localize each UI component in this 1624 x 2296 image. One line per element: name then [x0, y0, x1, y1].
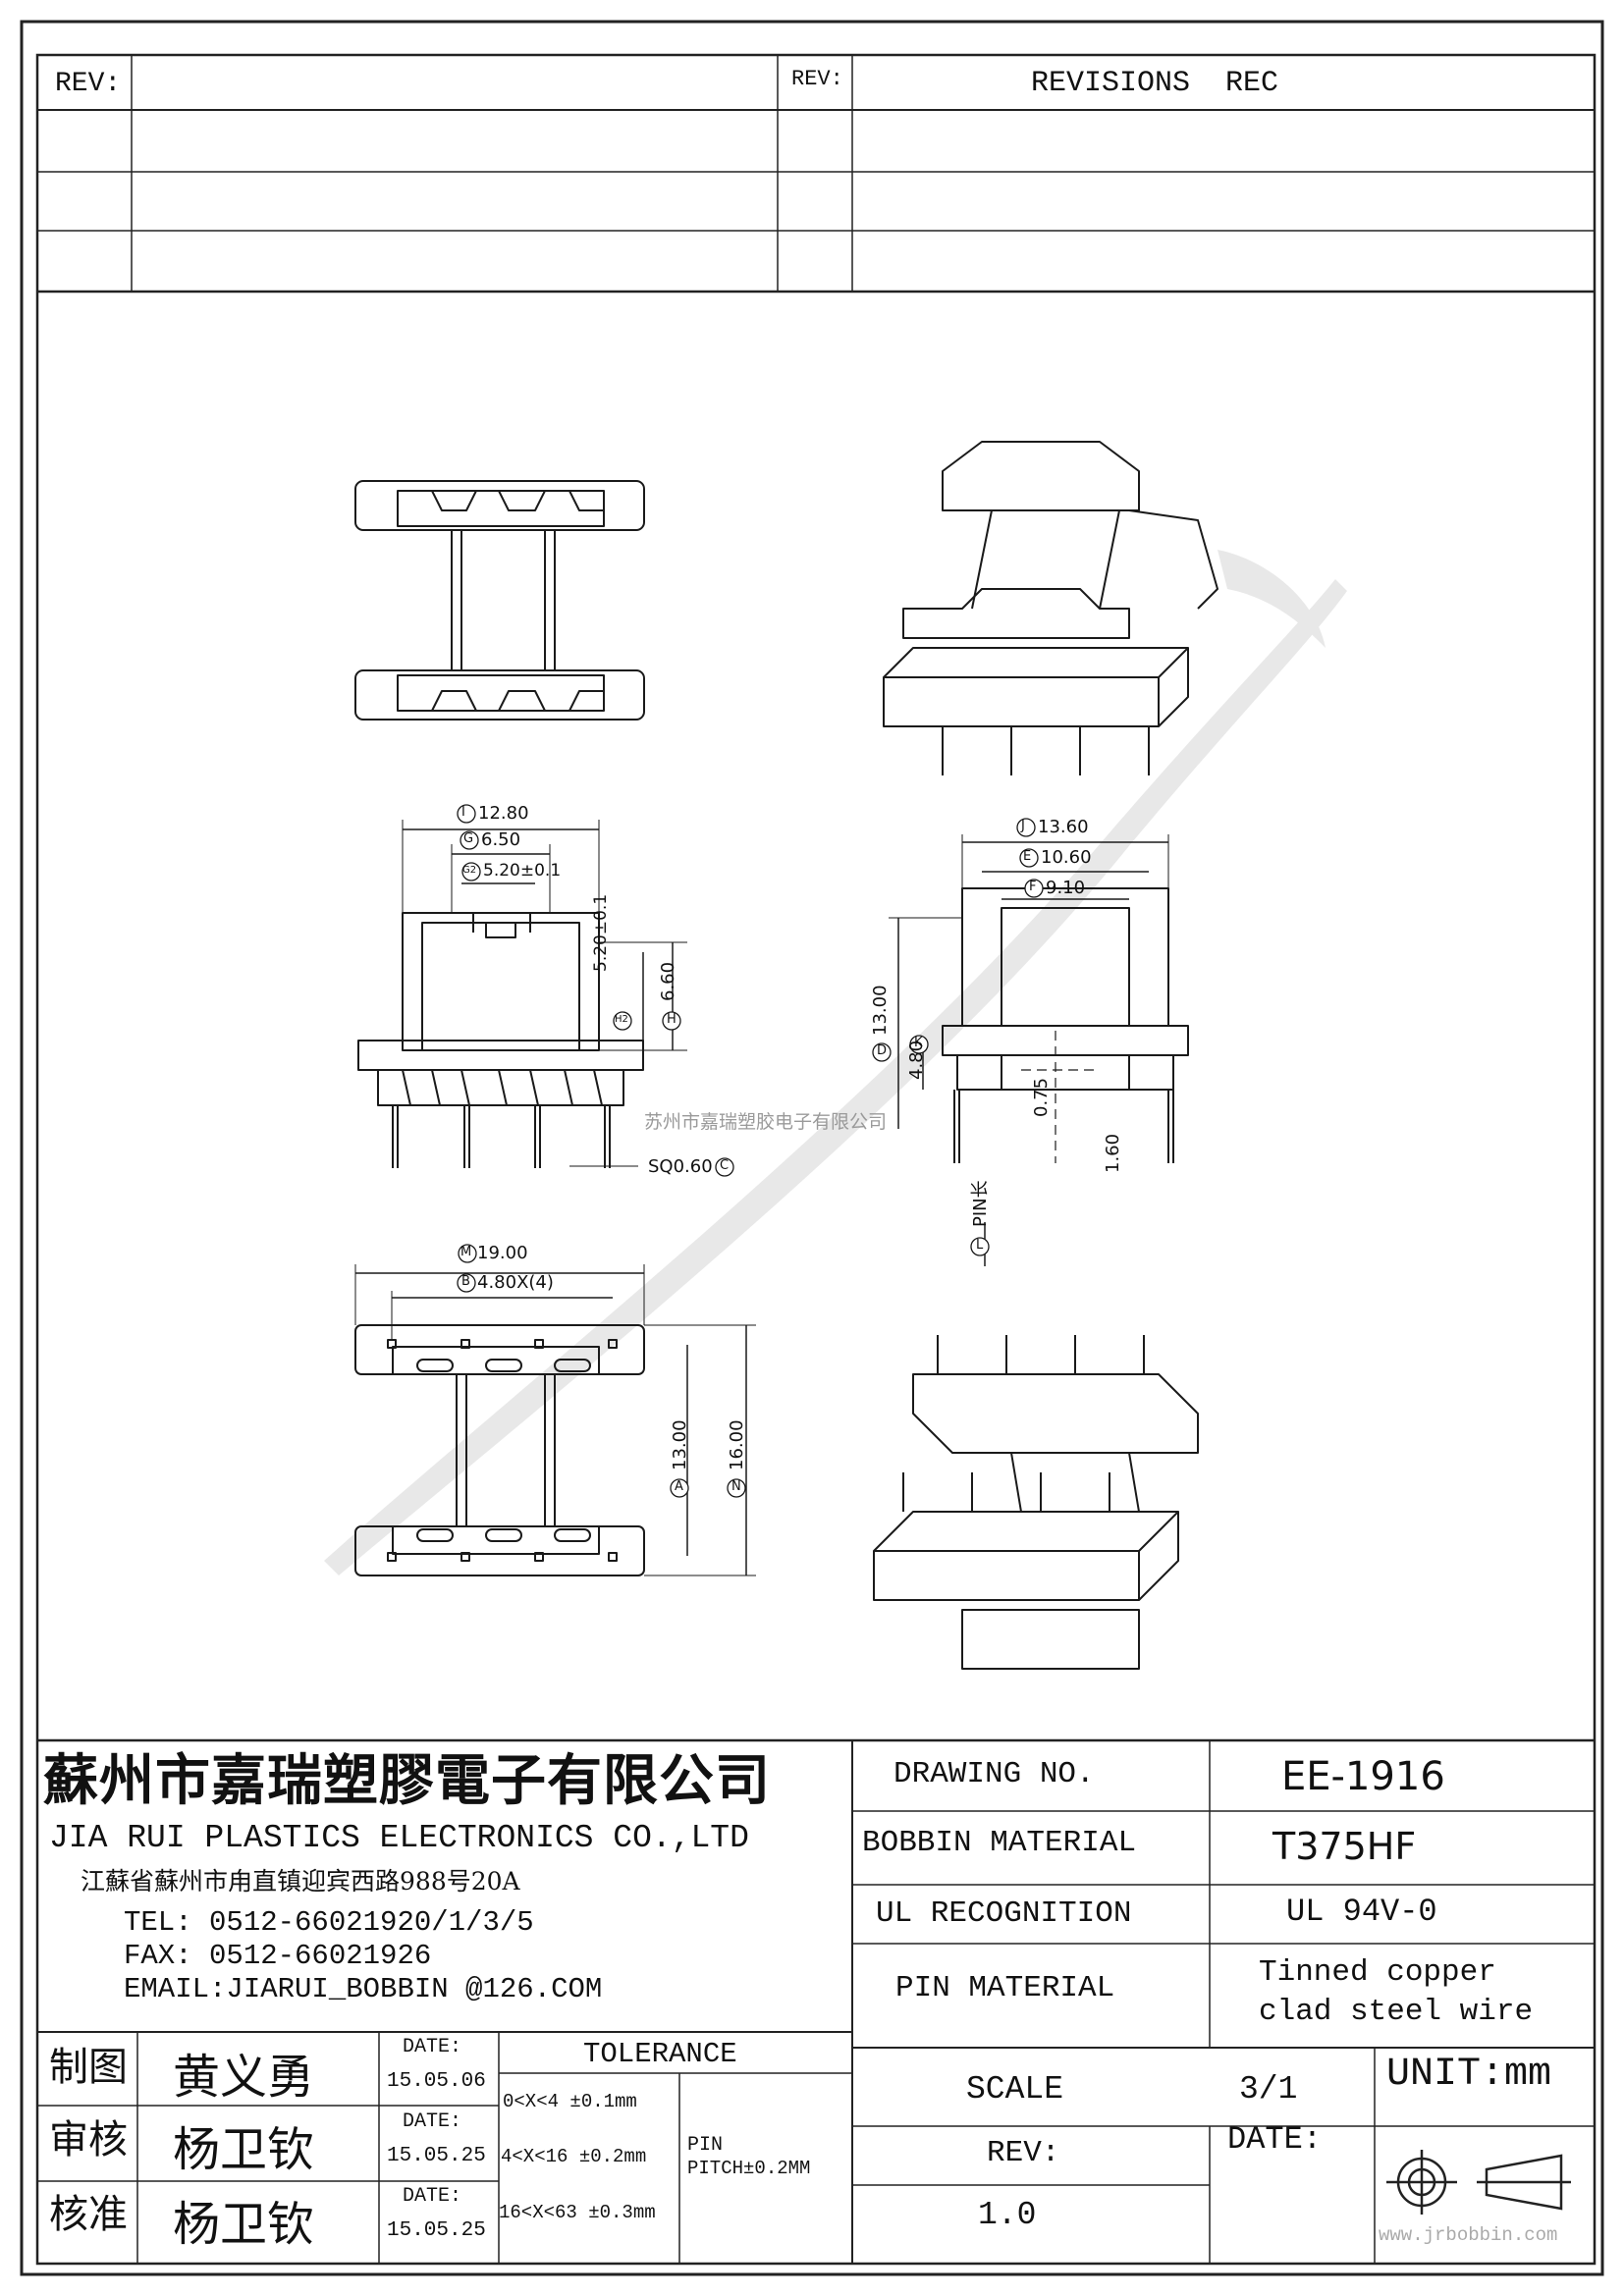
- rec-label: REC: [1225, 67, 1279, 100]
- pin-material-line-1: Tinned copper: [1259, 1955, 1496, 1990]
- company-tel: TEL: 0512-66021920/1/3/5: [124, 1906, 534, 1939]
- rev-label: REV:: [987, 2136, 1060, 2170]
- signoff-date-label-3: DATE:: [403, 2185, 462, 2208]
- dim-circle-e: E: [1023, 849, 1032, 864]
- side-view: [889, 834, 1189, 1266]
- drawing-no-value: EE-1916: [1281, 1754, 1445, 1799]
- dim-g2: 5.20±0.1: [483, 861, 562, 881]
- signoff-name-2: 杨卫钦: [173, 2122, 315, 2177]
- pin-material-label: PIN MATERIAL: [895, 1971, 1115, 2005]
- watermark-company: 苏州市嘉瑞塑胶电子有限公司: [644, 1111, 888, 1133]
- dim-pin-offset: 0.75: [1031, 1077, 1052, 1117]
- dim-c: SQ0.60: [648, 1156, 713, 1177]
- isometric-bottom-view: [873, 1335, 1199, 1670]
- dim-k: 4.80: [906, 1040, 927, 1080]
- company-fax: FAX: 0512-66021926: [124, 1940, 432, 1972]
- signoff-role-2: 审核: [49, 2117, 128, 2163]
- dim-circle-h2: H2: [615, 1014, 628, 1025]
- dim-a: 13.00: [670, 1419, 690, 1470]
- signoff-date-label-2: DATE:: [403, 2110, 462, 2133]
- dim-f: 9.10: [1046, 878, 1086, 898]
- top-view: [354, 480, 645, 721]
- rev-value: 1.0: [978, 2197, 1037, 2233]
- dim-n: 16.00: [727, 1419, 747, 1470]
- dim-pin-len: 1.60: [1103, 1133, 1123, 1173]
- tolerance-row-2: 4<X<16 ±0.2mm: [501, 2146, 647, 2167]
- scale-label: SCALE: [966, 2071, 1064, 2108]
- signoff-date-1: 15.05.06: [387, 2070, 486, 2093]
- watermark-url: www.jrbobbin.com: [1379, 2224, 1558, 2246]
- tolerance-pin-value: PITCH±0.2MM: [687, 2158, 811, 2179]
- isometric-top-view: [883, 441, 1218, 775]
- company-email: EMAIL:JIARUI_BOBBIN @126.COM: [124, 1973, 603, 2005]
- dim-circle-n: N: [731, 1479, 741, 1494]
- dim-circle-a: A: [675, 1479, 683, 1494]
- dim-h2: 5.20±0.1: [591, 893, 611, 972]
- tolerance-pin-label: PIN: [687, 2134, 724, 2157]
- dim-circle-h: H: [667, 1012, 677, 1027]
- dim-circle-k: K: [914, 1036, 923, 1050]
- unit-value: UNIT:mm: [1386, 2053, 1552, 2097]
- signoff-name-3: 杨卫钦: [173, 2197, 315, 2252]
- signoff-role-3: 核准: [49, 2192, 128, 2237]
- dim-h: 6.60: [658, 961, 678, 1001]
- scale-value: 3/1: [1239, 2071, 1298, 2108]
- dim-circle-i: I: [461, 805, 465, 820]
- company-address: 江蘇省蘇州市甪直镇迎宾西路988号20A: [81, 1867, 520, 1896]
- date-label: DATE:: [1227, 2121, 1323, 2158]
- dim-circle-l: L: [976, 1238, 984, 1253]
- company-name-en: JIA RUI PLASTICS ELECTRONICS CO.,LTD: [49, 1820, 749, 1856]
- ul-recognition-value: UL 94V-0: [1286, 1894, 1437, 1930]
- drawing-no-label: DRAWING NO.: [893, 1757, 1095, 1791]
- dim-circle-m: M: [460, 1245, 472, 1259]
- dim-circle-d: D: [877, 1043, 888, 1058]
- dim-circle-g: G: [463, 831, 474, 846]
- dim-d: 13.00: [870, 985, 891, 1036]
- dim-i: 12.80: [478, 803, 529, 824]
- dim-circle-f: F: [1029, 880, 1037, 894]
- ul-recognition-label: UL RECOGNITION: [876, 1896, 1132, 1931]
- signoff-name-1: 黄义勇: [173, 2050, 315, 2105]
- signoff-date-3: 15.05.25: [387, 2219, 486, 2242]
- signoff-role-1: 制图: [49, 2045, 128, 2090]
- revisions-label: REVISIONS: [1031, 67, 1191, 100]
- bobbin-material-label: BOBBIN MATERIAL: [862, 1826, 1137, 1860]
- tolerance-row-1: 0<X<4 ±0.1mm: [503, 2091, 637, 2112]
- dim-circle-j: J: [1021, 819, 1025, 833]
- bottom-view: [354, 1264, 756, 1576]
- dim-e: 10.60: [1041, 847, 1092, 868]
- company-name-cn: 蘇州市嘉瑞塑膠電子有限公司: [43, 1748, 771, 1813]
- dim-m: 19.00: [477, 1243, 528, 1263]
- pin-material-line-2: clad steel wire: [1259, 1995, 1534, 2029]
- signoff-date-2: 15.05.25: [387, 2145, 486, 2167]
- bobbin-material-value: T375HF: [1272, 1825, 1417, 1868]
- signoff-date-label-1: DATE:: [403, 2036, 462, 2058]
- front-view: [357, 820, 687, 1168]
- tolerance-row-3: 16<X<63 ±0.3mm: [499, 2202, 656, 2223]
- dim-j: 13.60: [1038, 817, 1089, 837]
- rev-label-left: REV:: [55, 69, 122, 99]
- dim-g: 6.50: [481, 829, 521, 850]
- dim-circle-b: B: [461, 1274, 470, 1289]
- dim-b: 4.80X(4): [477, 1272, 554, 1293]
- projection-symbol-icon: [1386, 2150, 1571, 2215]
- tolerance-label: TOLERANCE: [583, 2038, 737, 2070]
- dim-l: PIN长: [970, 1180, 991, 1227]
- dim-circle-g2: G2: [462, 865, 477, 876]
- rev-label-right: REV:: [791, 67, 843, 91]
- dim-circle-c: C: [720, 1158, 730, 1173]
